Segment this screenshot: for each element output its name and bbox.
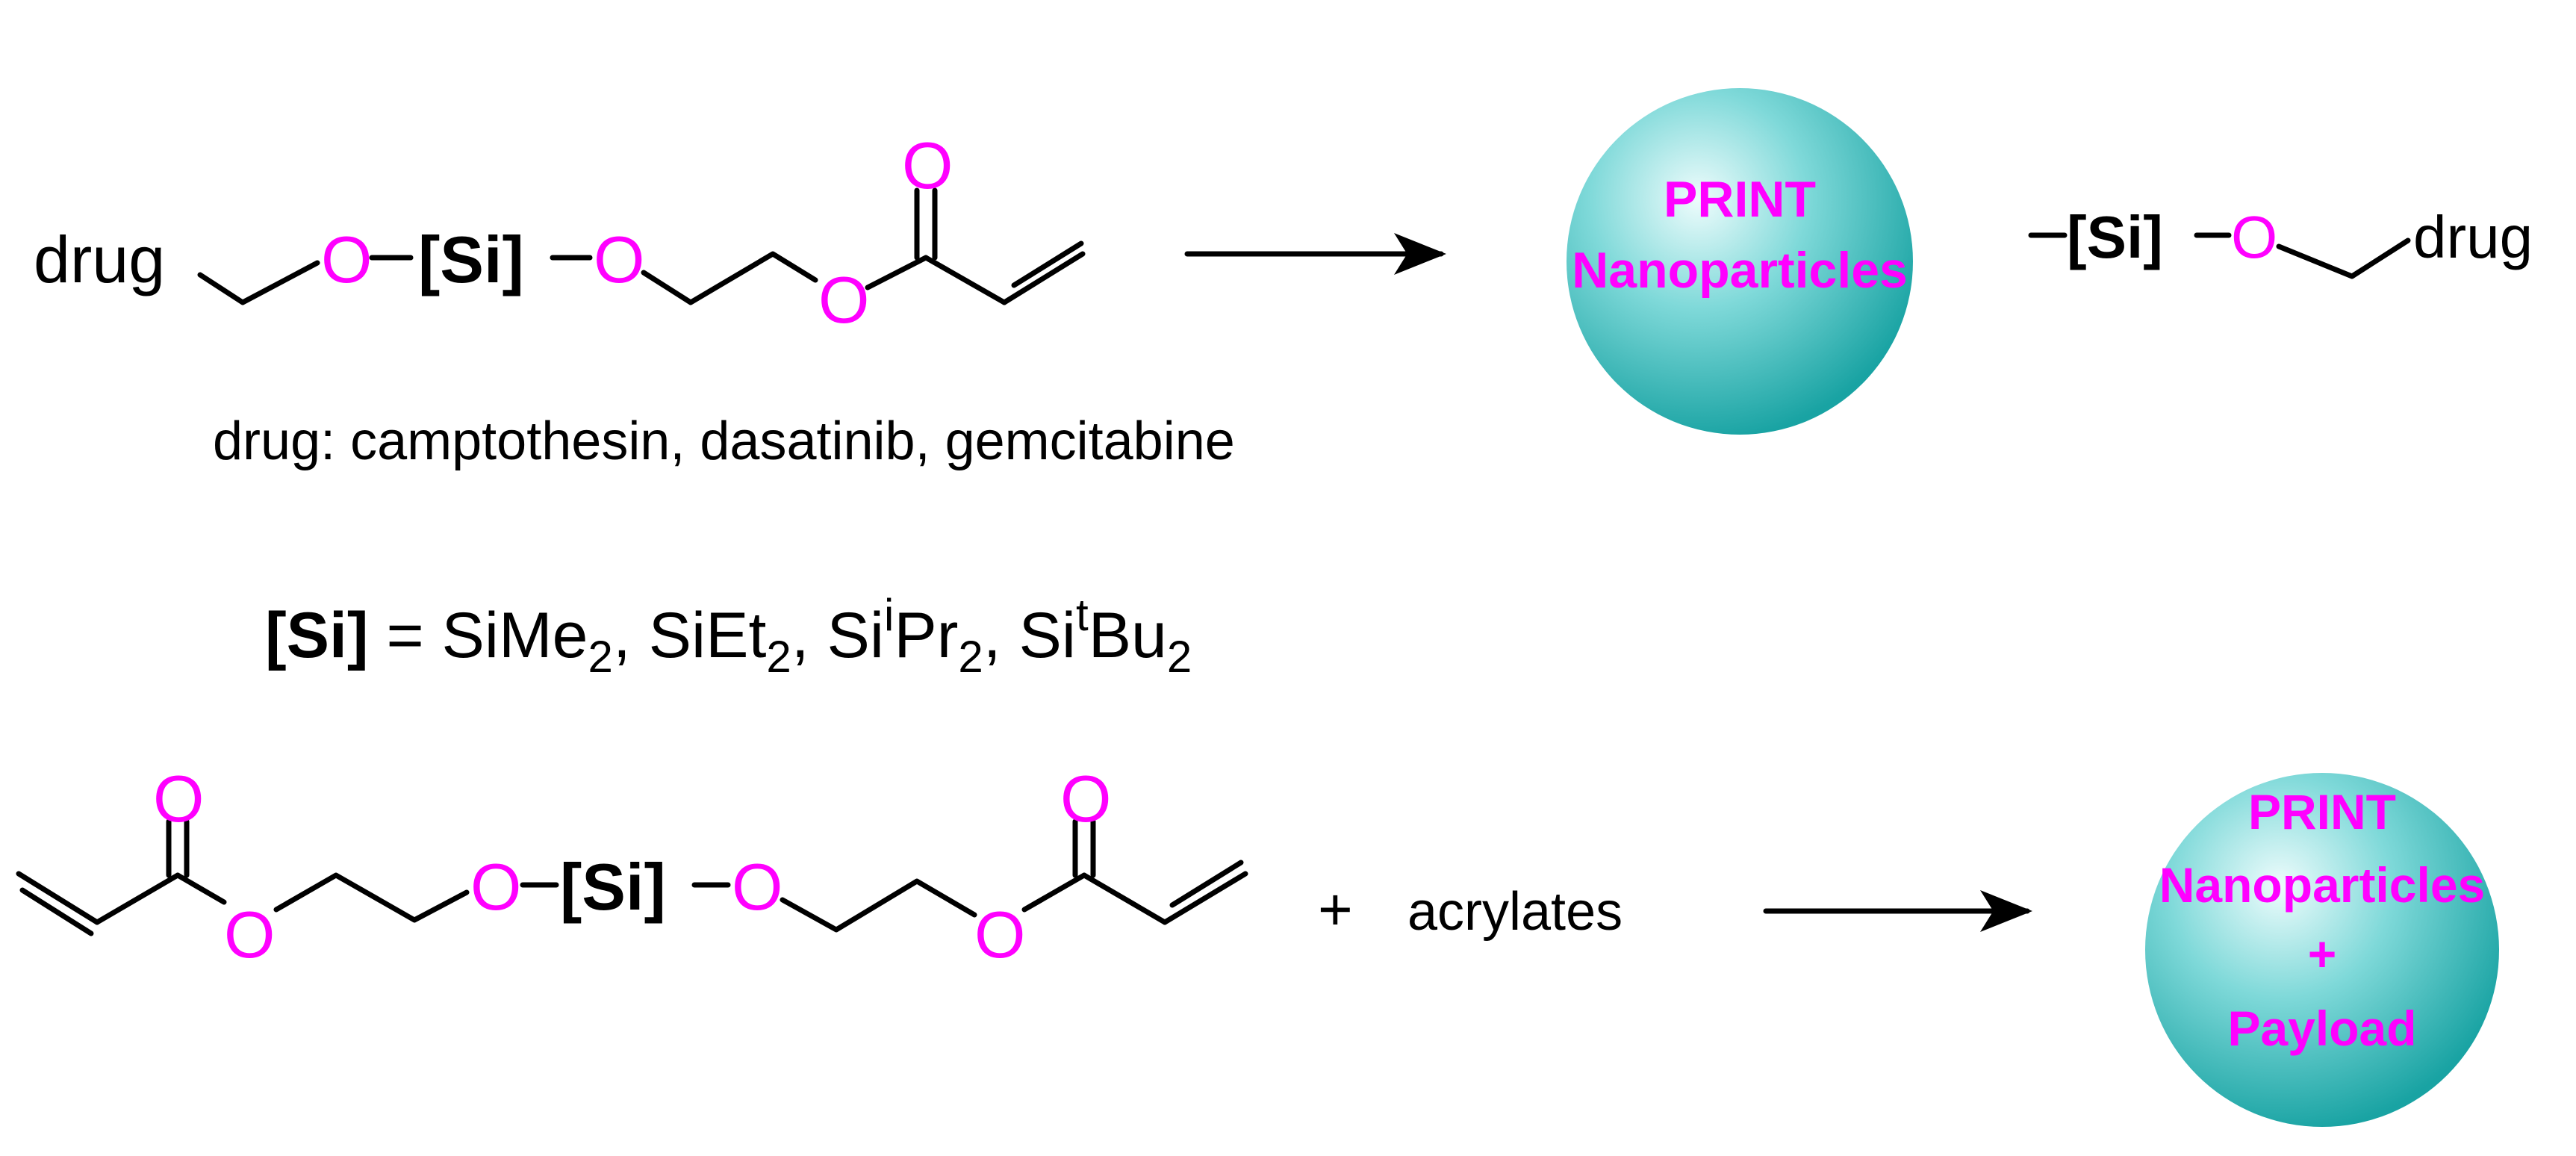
particle-label-line1: PRINT — [2248, 784, 2396, 839]
bond-ethylene-chain — [641, 251, 818, 305]
particle-label-line4: Payload — [2227, 1001, 2416, 1056]
bond-o-drug — [2276, 237, 2411, 279]
acrylates-label: acrylates — [1407, 882, 1623, 942]
bond-o-carbonyl — [1021, 872, 1087, 913]
bond-vinyl-a — [16, 871, 100, 925]
si-group-label: [Si] — [2067, 204, 2163, 270]
oxygen-atom: O — [974, 898, 1025, 972]
plus-sign: + — [1318, 876, 1353, 942]
nanoparticle-sphere — [2145, 773, 2499, 1127]
oxygen-atom: O — [2231, 204, 2277, 270]
drug-silyl-monomer: drug O [Si] O O O — [34, 128, 1086, 337]
bis-acrylate-crosslinker: O O O [Si] O O O — [16, 762, 1248, 972]
oxygen-atom: O — [321, 223, 372, 296]
bond-carbonyl-vinyl — [1081, 872, 1168, 925]
si-definition: [Si] = SiMe2, SiEt2, SiiPr2, SitBu2 — [265, 590, 1192, 682]
bond-ethylene-chain — [273, 872, 470, 923]
bond-carbonyl-vinyl — [923, 255, 1007, 305]
nanoparticle-payload: PRINT Nanoparticles + Payload — [2145, 773, 2499, 1127]
bond-vinyl-carbonyl — [94, 872, 181, 925]
si-group-label: [Si] — [418, 223, 524, 296]
drug-list-caption: drug: camptothesin, dasatinib, gemcitabi… — [213, 411, 1235, 471]
bond-drug-o — [197, 260, 320, 305]
bond-vinyl-a — [1001, 251, 1086, 305]
bond-ethylene-chain — [780, 878, 977, 933]
oxygen-atom: O — [594, 223, 644, 296]
nanoparticle-drug-conjugate: PRINT Nanoparticles [Si] O drug — [1567, 88, 2533, 435]
bond-vinyl-b — [1169, 860, 1244, 908]
particle-label-line2: Nanoparticles — [2159, 857, 2485, 913]
oxygen-atom: O — [470, 850, 521, 924]
particle-label-line2: Nanoparticles — [1572, 242, 1908, 299]
carbonyl-oxygen: O — [902, 128, 953, 202]
particle-label-line3: + — [2308, 926, 2337, 981]
carbonyl-oxygen: O — [1060, 762, 1111, 836]
oxygen-atom: O — [732, 850, 783, 924]
bond-vinyl-b — [1011, 240, 1084, 288]
carbonyl-oxygen: O — [153, 762, 204, 836]
bond-carbonyl-o — [175, 872, 227, 905]
bond-vinyl-a — [1162, 871, 1248, 925]
si-group-label: [Si] — [560, 850, 666, 924]
oxygen-atom: O — [224, 898, 275, 972]
bond-vinyl-b — [19, 887, 94, 936]
oxygen-atom: O — [818, 263, 869, 337]
drug-label-left: drug — [34, 223, 165, 296]
nanoparticle-sphere — [1567, 88, 1913, 435]
drug-label-right: drug — [2413, 204, 2533, 270]
bond-o-carbonyl — [865, 255, 929, 290]
particle-label-line1: PRINT — [1664, 171, 1816, 228]
